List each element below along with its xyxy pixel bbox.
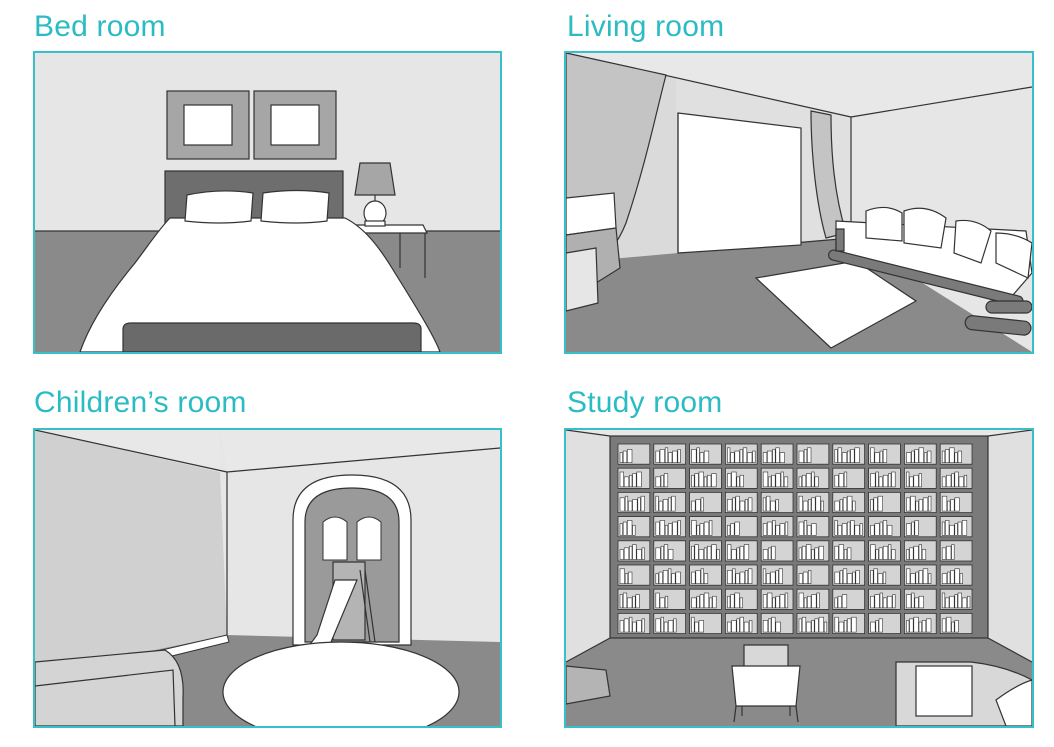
study-room-illustration	[566, 430, 1032, 726]
living-rug	[754, 260, 918, 349]
bedroom-illustration	[35, 53, 500, 352]
pillow-right	[260, 189, 330, 224]
study-right-sofa	[895, 661, 1032, 726]
picture-frame-left	[166, 90, 250, 160]
study-left-sofa	[566, 665, 611, 705]
childrens-room-illustration	[35, 430, 500, 726]
children-sofa	[35, 649, 184, 726]
living-room-panel	[564, 51, 1034, 354]
living-room-illustration	[566, 53, 1032, 352]
armchair	[566, 192, 621, 312]
pillow-left	[184, 190, 254, 224]
living-window	[677, 112, 802, 254]
children-left-wall	[35, 430, 227, 675]
picture-frame-right	[253, 90, 337, 160]
study-room-title: Study room	[567, 386, 723, 419]
round-rug	[222, 641, 460, 726]
bedroom-panel	[33, 51, 502, 354]
living-room-title: Living room	[567, 10, 725, 43]
childrens-room-title: Children’s room	[34, 386, 247, 419]
arch-windows	[322, 516, 382, 561]
study-room-panel	[564, 428, 1034, 728]
sofa	[828, 206, 1032, 336]
bed-duvet	[79, 217, 441, 352]
bed-footboard	[122, 322, 422, 352]
bedroom-title: Bed room	[34, 10, 166, 43]
study-armchair	[731, 644, 801, 723]
table-lamp	[354, 162, 396, 227]
childrens-room-panel	[33, 428, 502, 728]
